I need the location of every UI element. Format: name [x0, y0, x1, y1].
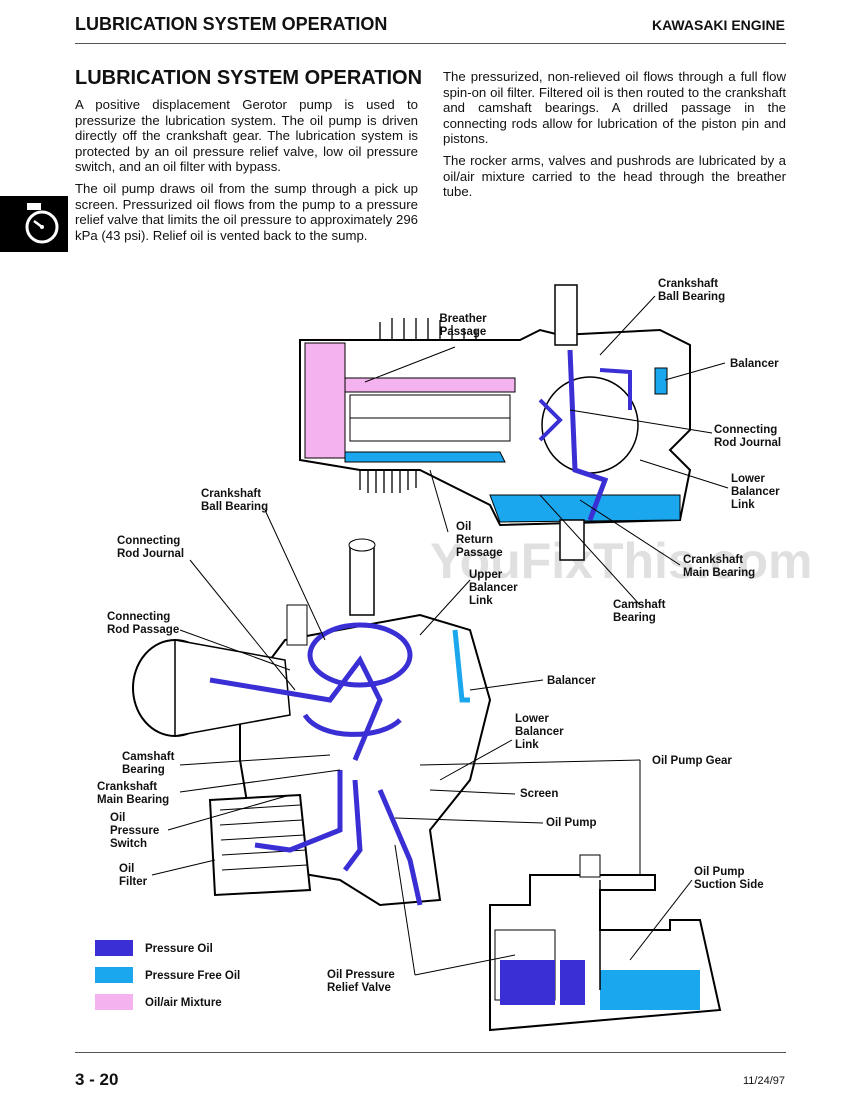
page-number: 3 - 20: [75, 1070, 119, 1089]
oil-pump-detail: [489, 854, 722, 1032]
legend-swatch-oil-air-mixture: [95, 994, 133, 1010]
paragraph: The oil pump draws oil from the sump thr…: [75, 180, 418, 243]
paragraph: A positive displacement Gerotor pump is …: [75, 97, 418, 175]
paragraph: The rocker arms, valves and pushrods are…: [443, 152, 786, 200]
leader-line: [599, 295, 656, 356]
leader-line: [439, 739, 513, 781]
leader-line: [364, 346, 456, 383]
leader-line: [179, 629, 291, 671]
engine-cross-section: [299, 284, 692, 561]
watermark: YouFixThis.com: [430, 533, 812, 589]
leader-line: [179, 769, 341, 793]
legend-label-oil-air-mixture: Oil/air Mixture: [145, 997, 222, 1009]
leader-line: [179, 754, 331, 766]
text-column-right: The pressurized, non-relieved oil flows …: [443, 69, 786, 206]
leader-line: [429, 469, 449, 533]
leader-line: [189, 559, 296, 691]
leader-line: [419, 579, 471, 636]
leader-line: [664, 362, 726, 381]
leader-line: [419, 759, 641, 766]
leader-line: [469, 679, 544, 691]
section-tab: [0, 196, 68, 252]
legend-label-pressure-oil: Pressure Oil: [145, 943, 213, 955]
stopwatch-icon: [25, 203, 59, 244]
leader-line: [429, 789, 516, 795]
leader-line: [639, 459, 729, 489]
leader-line: [394, 817, 544, 824]
leader-line: [629, 879, 693, 961]
running-header-left: LUBRICATION SYSTEM OPERATION: [75, 14, 388, 34]
leader-line: [264, 509, 326, 641]
section-title: LUBRICATION SYSTEM OPERATION: [75, 67, 423, 89]
callout-balancer-mid: Balancer: [547, 675, 596, 687]
page-date: 11/24/97: [742, 1075, 785, 1087]
header-rule: [75, 43, 786, 44]
leader-line: [539, 494, 641, 606]
legend-swatch-pressure-oil: [95, 940, 133, 956]
leader-line: [569, 409, 713, 434]
footer-rule: [75, 1052, 786, 1053]
legend: Pressure Oil Pressure Free Oil Oil/air M…: [95, 940, 240, 1010]
running-header-right: KAWASAKI ENGINE: [651, 17, 785, 33]
paragraph: The pressurized, non-relieved oil flows …: [443, 69, 786, 147]
text-column-left: A positive displacement Gerotor pump is …: [75, 97, 418, 249]
legend-swatch-pressure-free-oil: [95, 967, 133, 983]
callout-screen: Screen: [520, 788, 558, 800]
lubrication-diagram: YouFixThis.com: [95, 278, 812, 1032]
legend-label-pressure-free-oil: Pressure Free Oil: [145, 970, 240, 982]
engine-isometric: [132, 538, 492, 907]
callout-oil-pump-gear: Oil Pump Gear: [652, 755, 732, 767]
callout-oil-pump: Oil Pump: [546, 817, 596, 829]
leader-line: [579, 499, 681, 566]
leader-line: [394, 844, 416, 976]
leader-line: [167, 794, 291, 831]
leader-line: [414, 954, 516, 976]
leader-line: [151, 859, 216, 876]
callout-balancer-top: Balancer: [730, 358, 779, 370]
